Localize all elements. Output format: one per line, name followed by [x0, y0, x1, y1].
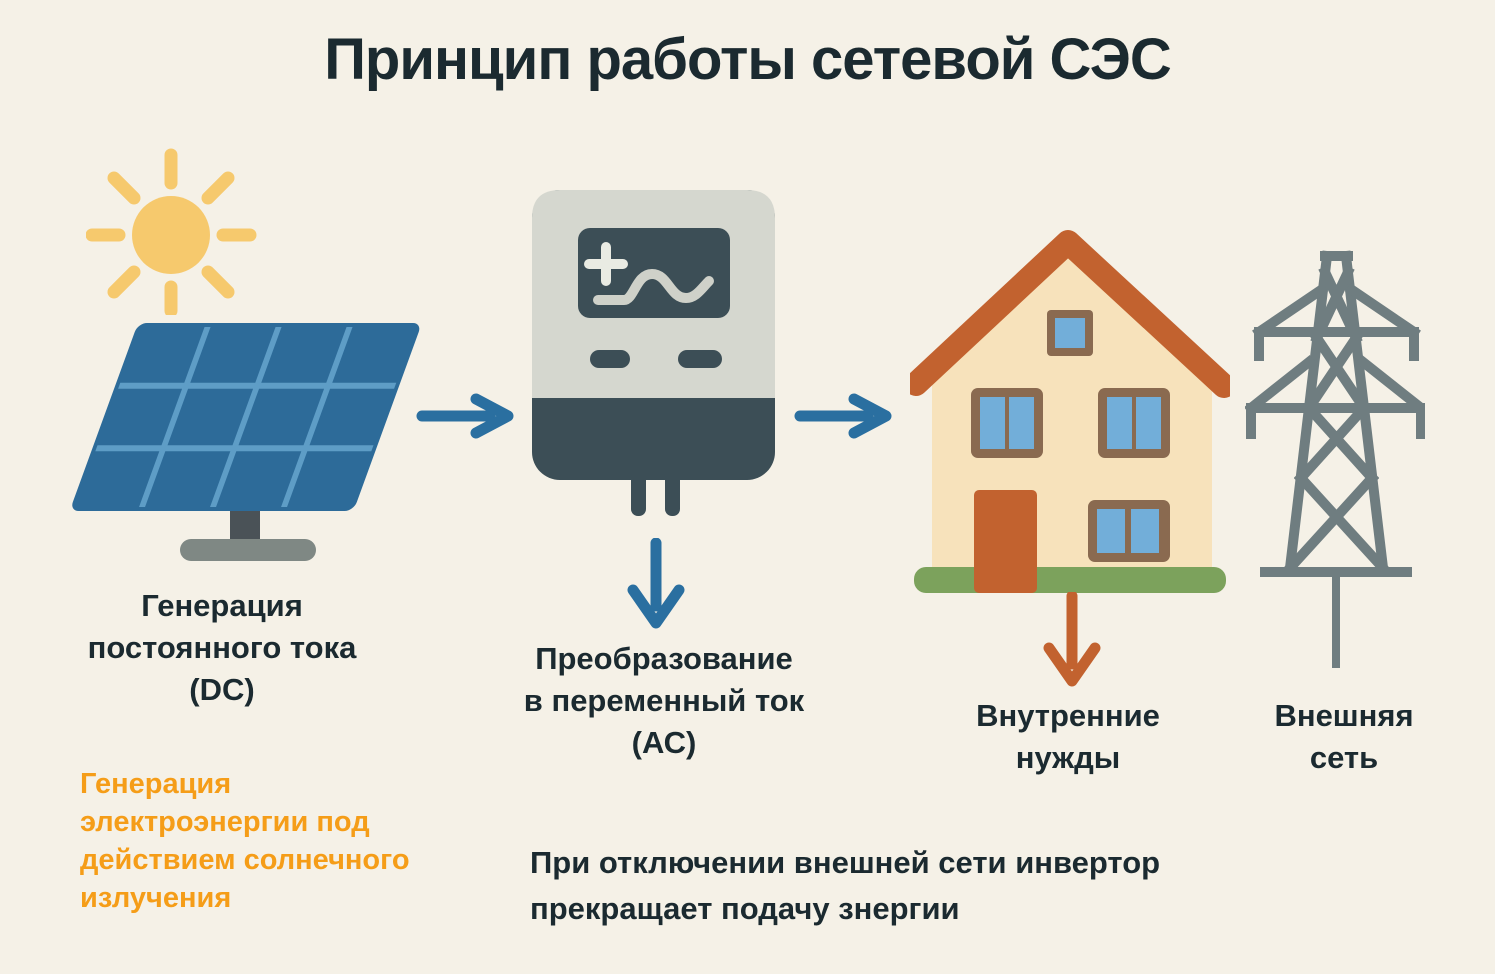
note-shutdown-line1: При отключении внешней сети инвертор [530, 845, 1161, 880]
transmission-tower-icon [1245, 250, 1425, 668]
house-icon [910, 230, 1230, 593]
arrow-down-icon [627, 538, 685, 629]
label-internal-needs: Внутренние нужды [928, 695, 1208, 779]
label-dc-generation: Генерация постоянного тока (DC) [37, 585, 407, 711]
label-dc-line2: постоянного тока [87, 630, 357, 665]
label-ac-line1: Преобразование [535, 641, 793, 676]
label-ac-line2: в переменный ток [523, 683, 805, 718]
arrow-down-icon [1043, 592, 1101, 687]
label-external-line2: сеть [1309, 740, 1379, 775]
label-external-grid: Внешняя сеть [1244, 695, 1444, 779]
sun-icon [86, 148, 257, 315]
label-external-line1: Внешняя [1274, 698, 1414, 733]
note-solar-generation: Генерация электроэнергии под действием с… [80, 765, 520, 917]
page-title: Принцип работы сетевой СЭС [324, 27, 1172, 92]
solar-panel-icon [72, 323, 420, 561]
note-solar-line4: излучения [80, 882, 232, 914]
note-solar-line2: электроэнергии под [80, 806, 370, 838]
note-solar-line1: Генерация [80, 768, 232, 800]
label-dc-line1: Генерация [141, 588, 303, 623]
inverter-icon [532, 190, 775, 516]
arrow-right-icon [416, 393, 514, 439]
label-internal-line1: Внутренние [976, 698, 1160, 733]
arrow-right-icon [794, 393, 892, 439]
note-shutdown-line2: прекращает подачу знергии [530, 891, 960, 926]
label-ac-line3: (АС) [631, 725, 697, 760]
label-ac-conversion: Преобразование в переменный ток (АС) [479, 638, 849, 764]
label-dc-line3: (DC) [189, 672, 255, 707]
note-grid-shutdown: При отключении внешней сети инвертор пре… [530, 840, 1310, 932]
note-solar-line3: действием солнечного [80, 844, 410, 876]
label-internal-line2: нужды [1015, 740, 1121, 775]
